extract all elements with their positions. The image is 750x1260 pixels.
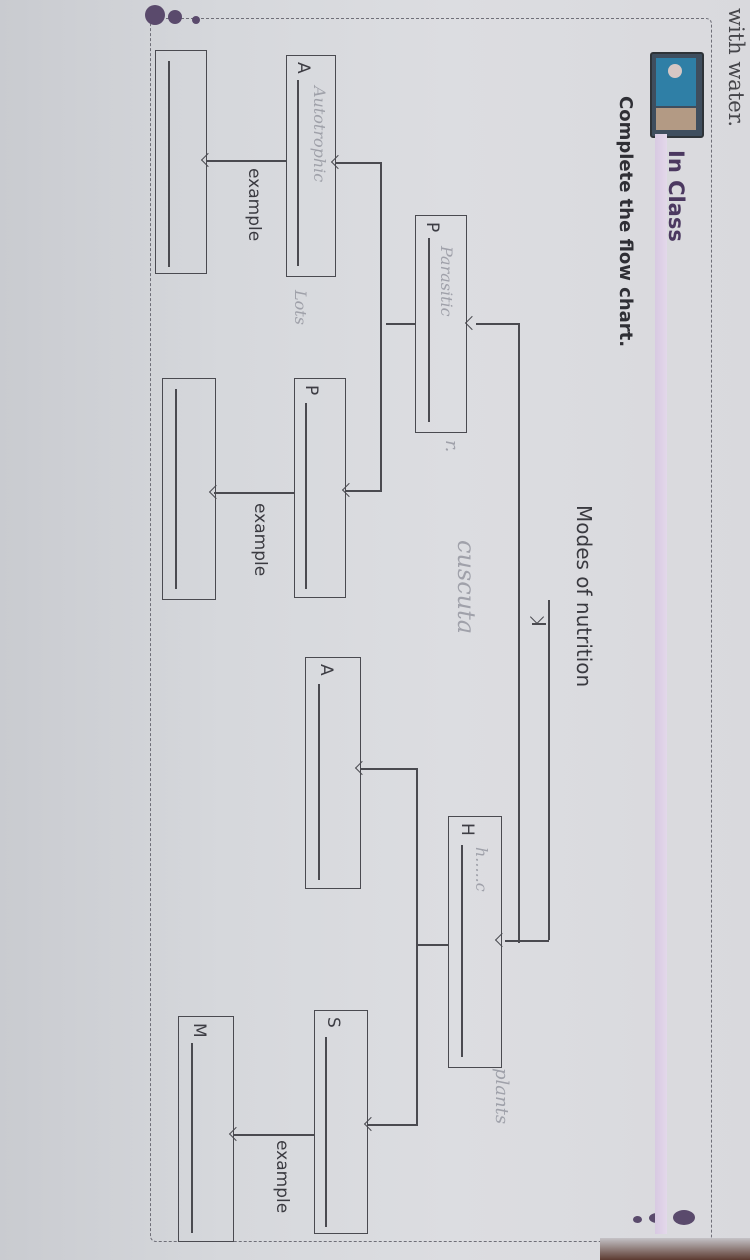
connector [380,162,382,492]
connector [336,162,380,164]
answer-line[interactable] [168,61,170,267]
instruction-text: Complete the flow chart. [615,96,636,348]
handwritten-answer: Autotrophic [310,86,329,183]
answer-line[interactable] [175,389,177,589]
node-prefix: A [293,62,313,74]
node-prefix: P [422,222,442,233]
decor-dot [673,1210,695,1225]
connector [360,768,416,770]
handwritten-note: plants [491,1068,512,1125]
answer-line[interactable] [318,684,320,880]
node-prefix: M [189,1023,209,1038]
connector [532,623,546,625]
node-prefix: H [457,823,477,836]
node-box-m[interactable]: M [178,1016,234,1242]
node-box-a[interactable]: A Autotrophic [286,55,336,277]
activity-frame [150,18,712,1242]
decor-dot [633,1216,642,1223]
handwritten-answer: Parasitic [437,246,456,317]
handwritten-note: r. [441,440,462,453]
section-badge-stripe [655,134,667,1234]
decor-dot [145,5,165,25]
example-label: example [244,168,264,242]
connector [346,490,382,492]
answer-line[interactable] [428,238,430,422]
connector [476,323,518,325]
connector [368,1124,418,1126]
in-class-icon [650,52,704,138]
connector [505,940,549,942]
answer-line[interactable] [305,403,307,589]
connector [416,768,418,1124]
connector [418,944,448,946]
answer-line[interactable] [191,1043,193,1233]
connector [234,1134,314,1136]
node-box-h[interactable]: H h.....c [448,816,502,1068]
connector [386,323,416,325]
connector [214,492,294,494]
answer-line[interactable] [297,80,299,266]
decor-dot [168,10,182,24]
connector [206,160,286,162]
handwritten-answer: h.....c [472,847,491,892]
node-box-p[interactable]: P Parasitic [415,215,467,433]
handwritten-note: Lots [291,290,310,325]
decor-dot [192,16,200,24]
example-box-a[interactable] [155,50,207,274]
connector [548,600,550,940]
answer-line[interactable] [461,845,463,1057]
node-prefix: S [323,1017,343,1028]
node-box-a2[interactable]: A [305,657,361,889]
connector [518,323,520,943]
top-text: with water. [724,8,748,128]
example-label: example [272,1140,292,1214]
root-node-label: Modes of nutrition [572,505,596,688]
node-box-s[interactable]: S [314,1010,368,1234]
example-label: example [250,503,270,577]
node-prefix: P [301,385,321,396]
example-box-p[interactable] [162,378,216,600]
section-badge: In Class [664,150,688,242]
node-prefix: A [316,664,336,676]
answer-line[interactable] [325,1037,327,1227]
page-edge [600,1238,750,1260]
node-box-p2[interactable]: P [294,378,346,598]
handwritten-note: cuscuta [452,540,480,635]
